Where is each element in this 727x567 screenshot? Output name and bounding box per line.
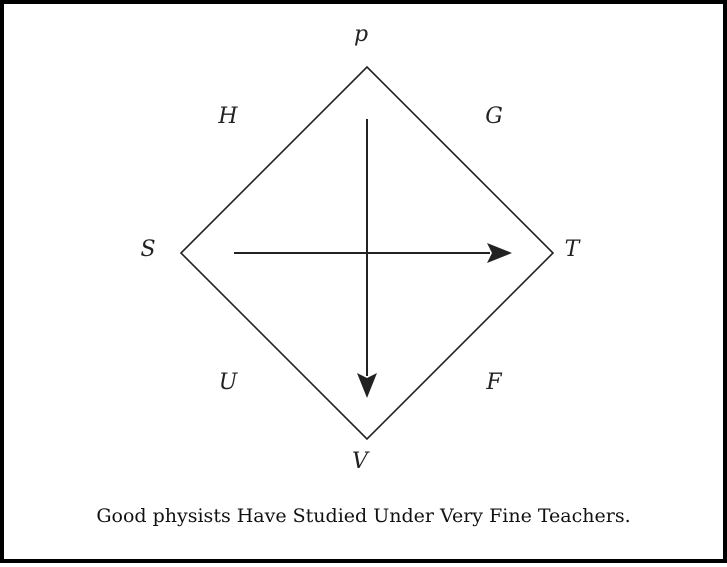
edge-label-upper-right: G	[485, 104, 503, 129]
vertical-arrowhead	[357, 373, 377, 398]
vertex-label-right: T	[564, 237, 580, 262]
horizontal-arrowhead	[487, 243, 512, 263]
edge-label-lower-right: F	[486, 370, 502, 395]
square-outline	[179, 65, 555, 441]
thermodynamic-square	[179, 65, 555, 441]
vertex-label-top: p	[353, 22, 369, 47]
vertex-label-bottom: V	[352, 449, 368, 474]
edge-label-lower-left: U	[218, 370, 238, 395]
edge-label-upper-left: H	[218, 104, 238, 129]
vertex-label-left: S	[140, 237, 156, 262]
figure-caption: Good physists Have Studied Under Very Fi…	[96, 505, 631, 527]
